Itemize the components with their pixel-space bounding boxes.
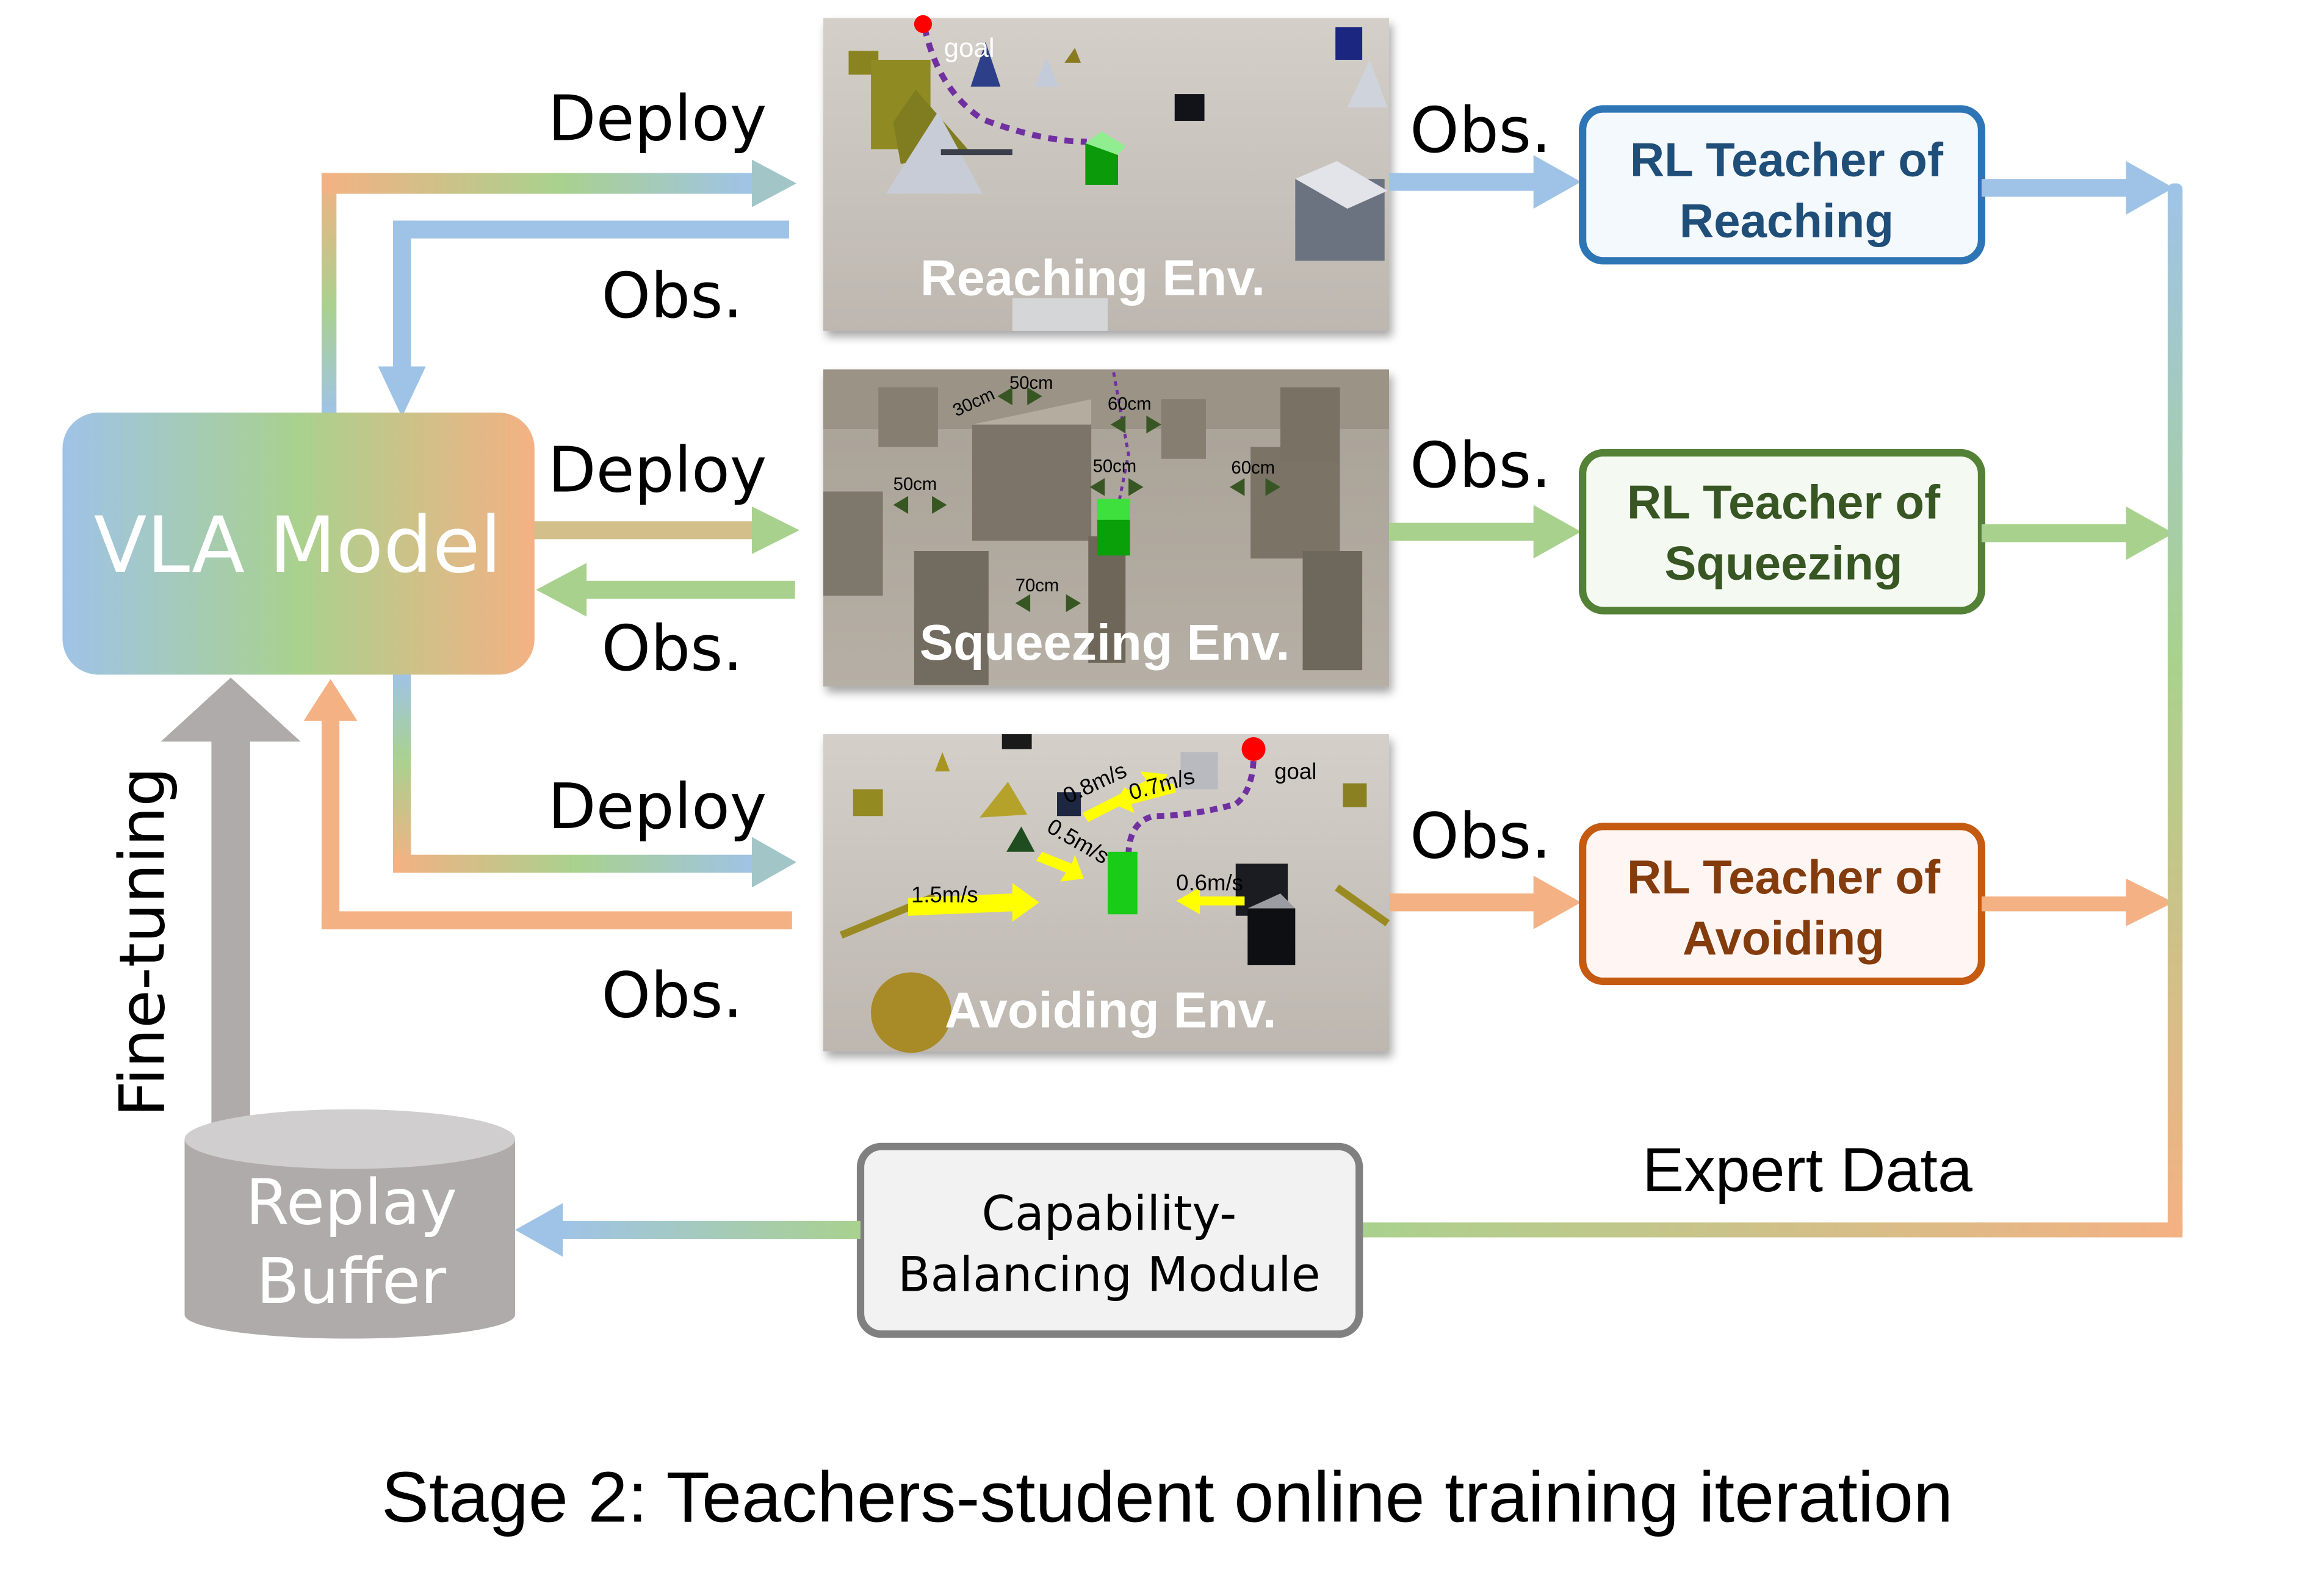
- deploy-arrow-avoiding: [393, 673, 797, 888]
- teacher-avoiding-box[interactable]: RL Teacher of Avoiding: [1579, 823, 1986, 986]
- teacher-avoiding-line1: RL Teacher of: [1627, 850, 1941, 904]
- teacher-reaching-line2: Reaching: [1680, 193, 1894, 247]
- obs-arrow-squeezing: [536, 563, 795, 617]
- obs-label-left-squeezing: Obs.: [602, 613, 743, 685]
- gap-label: 70cm: [1016, 576, 1059, 596]
- teacher-reaching-line1: RL Teacher of: [1630, 132, 1944, 186]
- deploy-label-avoiding: Deploy: [548, 771, 767, 843]
- gap-label: 50cm: [893, 475, 937, 494]
- obs-arrow-to-teacher-squeezing: [1389, 505, 1581, 559]
- fine-tuning-arrow: [161, 677, 301, 1125]
- teacher-squeezing-box[interactable]: RL Teacher of Squeezing: [1579, 449, 1986, 615]
- agent-cube: [1107, 851, 1138, 915]
- teacher-avoiding-line2: Avoiding: [1683, 911, 1885, 965]
- obs-arrow-to-teacher-reaching: [1389, 155, 1581, 209]
- vla-model-box[interactable]: VLA Model: [62, 413, 535, 675]
- obs-label-right-avoiding: Obs.: [1410, 801, 1551, 873]
- deploy-arrow-reaching: [321, 159, 797, 414]
- obs-arrow-to-teacher-avoiding: [1389, 875, 1581, 929]
- velocity-label: 0.6m/s: [1176, 870, 1243, 895]
- reaching-env-title: Reaching Env.: [920, 249, 1265, 306]
- velocity-label: 1.5m/s: [911, 882, 978, 907]
- squeezing-env-title: Squeezing Env.: [920, 614, 1290, 671]
- gap-label: 60cm: [1231, 458, 1275, 478]
- avoiding-goal-label: goal: [1274, 759, 1316, 784]
- capability-line2: Balancing Module: [898, 1247, 1321, 1302]
- gap-label: 60cm: [1108, 394, 1152, 414]
- obs-arrow-reaching: [378, 220, 789, 417]
- obs-arrow-avoiding: [303, 679, 792, 929]
- avoiding-env-title: Avoiding Env.: [945, 982, 1277, 1039]
- reaching-goal-label: goal: [944, 33, 995, 63]
- velocity-arrows: [908, 771, 1245, 922]
- figure-caption: Stage 2: Teachers-student online trainin…: [381, 1457, 1953, 1537]
- cone-shape: [886, 112, 983, 194]
- capability-balancing-module[interactable]: Capability- Balancing Module: [856, 1142, 1363, 1338]
- expert-data-label: Expert Data: [1642, 1134, 1972, 1205]
- deploy-arrow-squeezing: [533, 506, 799, 554]
- capability-line1: Capability-: [981, 1186, 1236, 1241]
- goal-marker: [914, 15, 933, 34]
- fine-tuning-label: Fine-tuning: [106, 767, 179, 1117]
- vla-model-label: VLA Model: [94, 500, 502, 590]
- squeezing-env-scene: 30cm 50cm 60cm 50cm 50cm 60cm 70cm Squee…: [823, 369, 1390, 685]
- replay-buffer-line2: Buffer: [256, 1246, 447, 1318]
- expert-data-line: [1357, 1222, 2183, 1238]
- teacher-output-arrow-squeezing: [1981, 506, 2174, 560]
- goal-marker: [1241, 737, 1266, 761]
- obs-label-left-avoiding: Obs.: [602, 960, 743, 1033]
- teacher-reaching-box[interactable]: RL Teacher of Reaching: [1579, 105, 1986, 265]
- teacher-output-arrow-reaching: [1981, 160, 2174, 215]
- teacher-squeezing-line1: RL Teacher of: [1627, 475, 1941, 528]
- replay-buffer-line1: Replay: [245, 1167, 457, 1239]
- replay-buffer[interactable]: Replay Buffer: [184, 1109, 516, 1339]
- reaching-env-scene: goal Reaching Env.: [848, 15, 1388, 331]
- teacher-output-arrow-avoiding: [1981, 878, 2174, 926]
- obs-label-right-reaching: Obs.: [1410, 95, 1551, 167]
- deploy-label-squeezing: Deploy: [548, 434, 767, 507]
- obs-label-right-squeezing: Obs.: [1410, 430, 1551, 502]
- gap-arrows: [893, 387, 1280, 613]
- expert-data-collector-line: [2167, 183, 2183, 1238]
- gap-label: 50cm: [1093, 457, 1137, 477]
- module-to-buffer-arrow: [515, 1203, 861, 1257]
- deploy-label-reaching: Deploy: [548, 83, 767, 156]
- teacher-squeezing-line2: Squeezing: [1664, 536, 1902, 590]
- avoiding-env-scene: 0.8m/s 0.7m/s goal 0.5m/s 0.6m/s 1.5m/s …: [839, 734, 1390, 1053]
- obs-label-left-reaching: Obs.: [602, 260, 743, 333]
